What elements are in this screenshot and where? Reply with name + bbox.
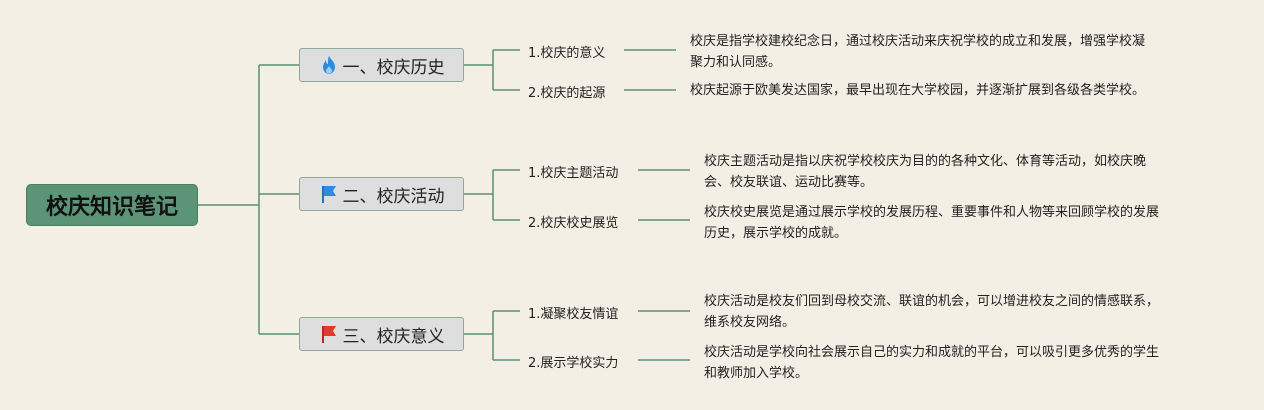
- subtopic-origin-of-anniversary[interactable]: 2.校庆的起源: [528, 86, 606, 101]
- description-line: 和教师加入学校。: [704, 366, 809, 381]
- root-topic-label: 校庆知识笔记: [45, 195, 178, 220]
- red-flag-icon: [321, 326, 336, 343]
- branch-topic-label: 一、校庆历史: [342, 57, 445, 78]
- description-line: 校庆起源于欧美发达国家，最早出现在大学校园，并逐渐扩展到各级各类学校。: [690, 83, 1146, 98]
- description-show-strength: 校庆活动是学校向社会展示自己的实力和成就的平台，可以吸引更多优秀的学生 和教师加…: [704, 342, 1159, 384]
- description-meaning-of-anniversary: 校庆是指学校建校纪念日，通过校庆活动来庆祝学校的成立和发展，增强学校凝 聚力和认…: [690, 31, 1145, 73]
- description-line: 校庆活动是校友们回到母校交流、联谊的机会，可以增进校友之间的情感联系，: [704, 294, 1160, 309]
- description-line: 会、校友联谊、运动比赛等。: [704, 175, 874, 190]
- description-theme-activities: 校庆主题活动是指以庆祝学校校庆为目的的各种文化、体育等活动，如校庆晚 会、校友联…: [704, 151, 1146, 193]
- branch-topic-label: 三、校庆意义: [342, 326, 445, 347]
- blue-flag-icon: [321, 186, 336, 203]
- branch-topic-history[interactable]: 一、校庆历史: [299, 48, 464, 82]
- subtopic-alumni-bonds[interactable]: 1.凝聚校友情谊: [528, 307, 619, 322]
- description-line: 校庆主题活动是指以庆祝学校校庆为目的的各种文化、体育等活动，如校庆晚: [704, 154, 1147, 169]
- description-line: 校庆是指学校建校纪念日，通过校庆活动来庆祝学校的成立和发展，增强学校凝: [690, 34, 1146, 49]
- branch-topic-activities[interactable]: 二、校庆活动: [299, 177, 464, 211]
- fire-icon: [322, 56, 335, 74]
- subtopic-show-strength[interactable]: 2.展示学校实力: [528, 356, 619, 371]
- subtopic-meaning-of-anniversary[interactable]: 1.校庆的意义: [528, 46, 606, 61]
- description-line: 聚力和认同感。: [690, 55, 782, 70]
- subtopic-theme-activities[interactable]: 1.校庆主题活动: [528, 166, 619, 181]
- subtopic-history-exhibition[interactable]: 2.校庆校史展览: [528, 216, 619, 231]
- root-topic[interactable]: 校庆知识笔记: [26, 184, 198, 226]
- description-line: 历史，展示学校的成就。: [704, 226, 848, 241]
- description-line: 校庆校史展览是通过展示学校的发展历程、重要事件和人物等来回顾学校的发展: [704, 205, 1160, 220]
- description-line: 校庆活动是学校向社会展示自己的实力和成就的平台，可以吸引更多优秀的学生: [704, 345, 1160, 360]
- branch-topic-label: 二、校庆活动: [342, 186, 445, 207]
- description-line: 维系校友网络。: [704, 315, 796, 330]
- description-history-exhibition: 校庆校史展览是通过展示学校的发展历程、重要事件和人物等来回顾学校的发展 历史，展…: [704, 202, 1159, 244]
- branch-topic-significance[interactable]: 三、校庆意义: [299, 317, 464, 351]
- description-origin-of-anniversary: 校庆起源于欧美发达国家，最早出现在大学校园，并逐渐扩展到各级各类学校。: [690, 80, 1145, 101]
- description-alumni-bonds: 校庆活动是校友们回到母校交流、联谊的机会，可以增进校友之间的情感联系， 维系校友…: [704, 291, 1159, 333]
